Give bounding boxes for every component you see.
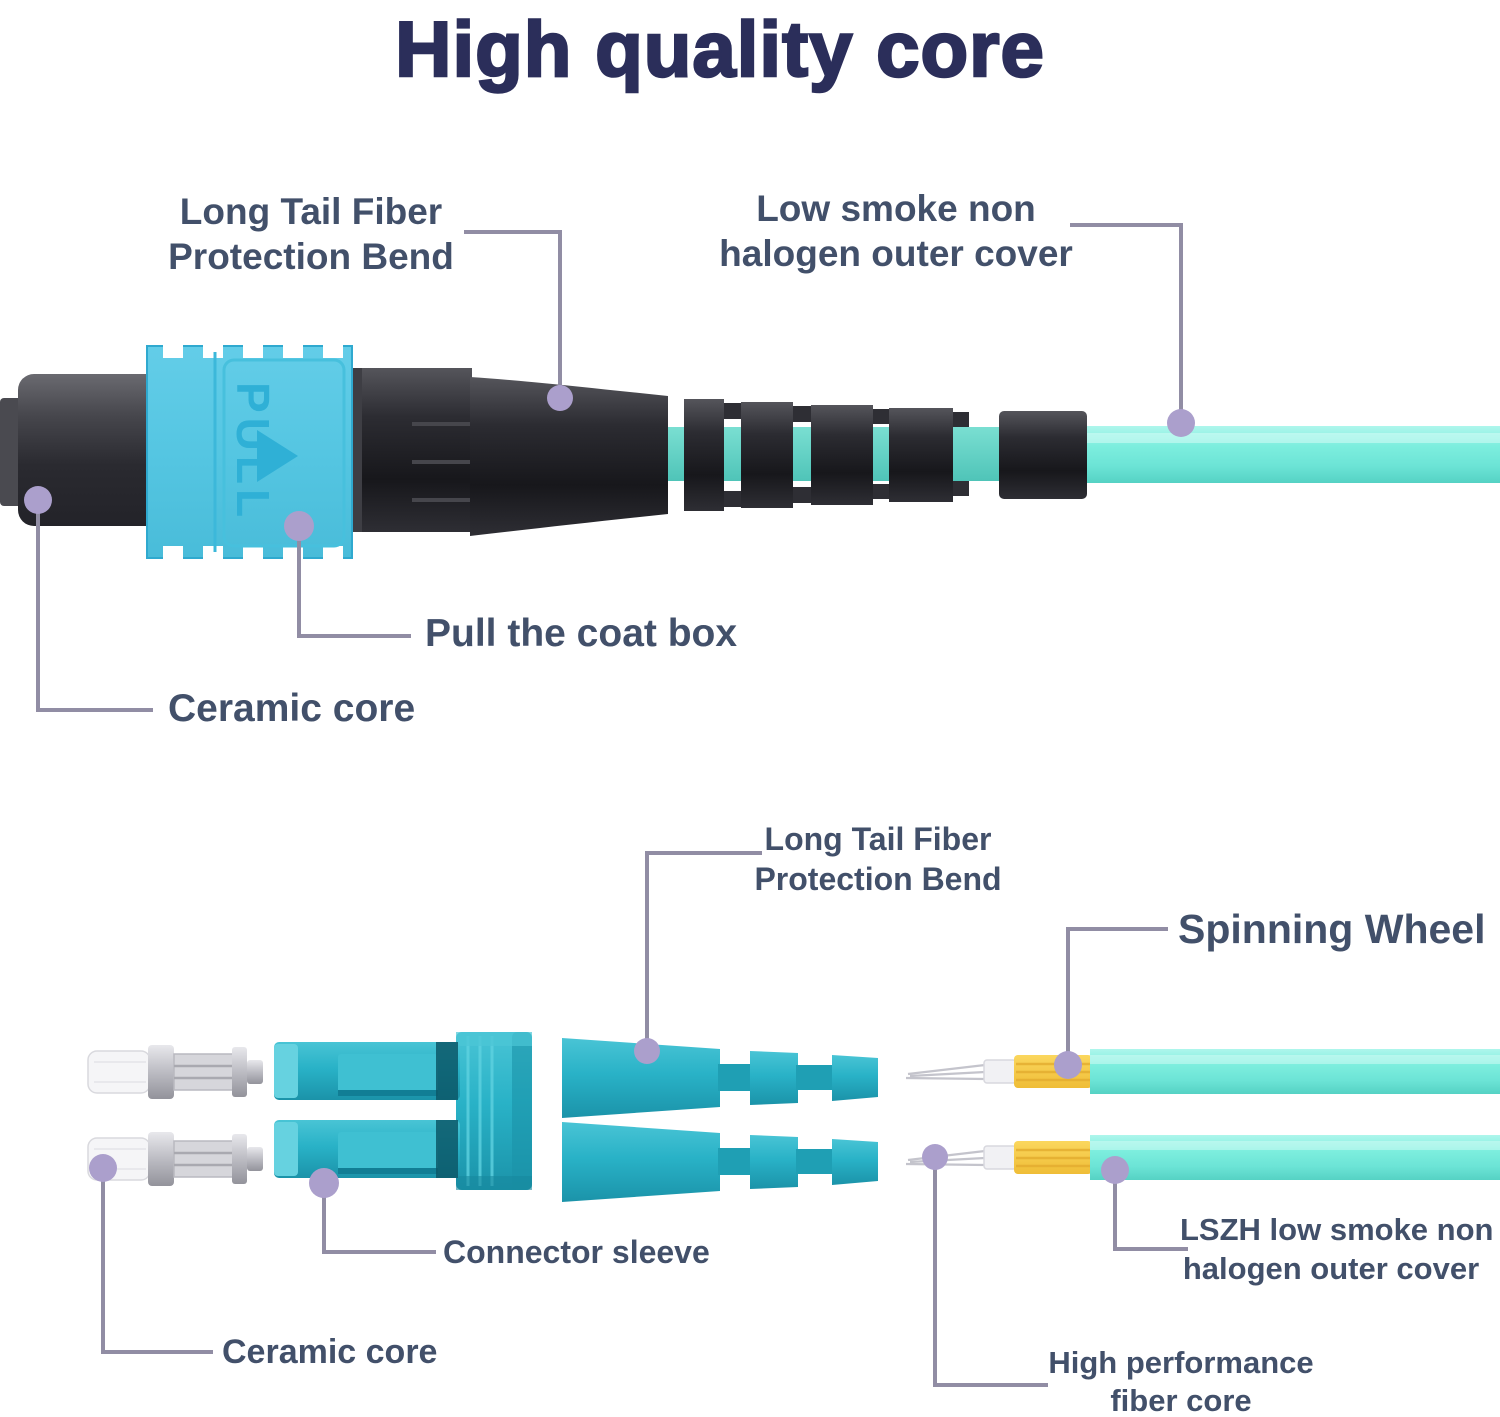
label-pull-coat-box: Pull the coat box xyxy=(425,612,738,655)
label-line: Protection Bend xyxy=(754,861,1002,897)
label-line: High performance xyxy=(1048,1345,1314,1380)
label-low-smoke: Low smoke non halogen outer cover xyxy=(680,186,1112,276)
leader-long-tail-bottom xyxy=(645,851,762,1046)
label-line: LSZH low smoke non xyxy=(1180,1212,1494,1247)
ferrule-pin xyxy=(87,1045,263,1099)
label-line: Long Tail Fiber xyxy=(764,821,992,857)
mpo-housing xyxy=(348,368,472,532)
subcable-bottom xyxy=(905,1135,1500,1180)
lc-arm-top xyxy=(274,1042,460,1100)
leader-spinning-wheel xyxy=(1066,927,1168,1060)
label-line: Protection Bend xyxy=(168,236,454,277)
leader-lszh xyxy=(1113,1172,1188,1251)
subcable-top xyxy=(905,1049,1500,1094)
label-line: fiber core xyxy=(1110,1383,1252,1417)
fiber-buffer xyxy=(983,1145,1017,1170)
sleeve-notches xyxy=(163,344,343,560)
label-line: halogen outer cover xyxy=(719,233,1073,274)
lc-connector-body xyxy=(274,1032,532,1190)
dot-spinning-wheel xyxy=(1054,1051,1082,1079)
label-ceramic-core-bottom: Ceramic core xyxy=(222,1333,438,1371)
top-leader-lines xyxy=(36,223,1183,712)
dot-pull-coat-box xyxy=(284,511,314,541)
top-leader-dots xyxy=(24,385,1195,541)
leader-ceramic-core-top xyxy=(36,500,153,712)
label-connector-sleeve: Connector sleeve xyxy=(443,1234,710,1270)
pull-sleeve: PULL xyxy=(146,344,353,560)
leader-long-tail-top xyxy=(464,230,562,394)
label-line: halogen outer cover xyxy=(1182,1251,1480,1286)
label-long-tail-bottom: Long Tail Fiber Protection Bend xyxy=(727,819,1029,899)
dot-long-tail-bottom xyxy=(634,1038,660,1064)
leader-high-performance xyxy=(933,1159,1048,1387)
dot-ceramic-core-top xyxy=(24,486,52,514)
dot-ceramic-core-bottom xyxy=(89,1154,117,1182)
leader-ceramic-core-bottom xyxy=(101,1170,213,1354)
label-lszh: LSZH low smoke non halogen outer cover xyxy=(1180,1210,1494,1288)
bottom-leader-lines xyxy=(101,851,1188,1387)
fiber-subcables xyxy=(905,1049,1500,1180)
ceramic-ferrule-pins xyxy=(87,1045,263,1186)
fiber-buffer xyxy=(983,1059,1017,1084)
strain-relief-boot xyxy=(470,377,668,536)
lc-boot-top xyxy=(562,1038,878,1118)
ferrule-pin xyxy=(87,1132,263,1186)
leader-low-smoke xyxy=(1070,223,1183,418)
bare-fiber-strands xyxy=(905,1063,986,1081)
label-spinning-wheel: Spinning Wheel xyxy=(1178,906,1486,952)
leader-connector-sleeve xyxy=(322,1186,436,1254)
label-ceramic-core-top: Ceramic core xyxy=(168,687,416,730)
lc-arm-bottom xyxy=(274,1120,460,1178)
boot-segments xyxy=(684,399,1087,511)
leader-pull-coat-box xyxy=(297,526,411,638)
label-long-tail-top: Long Tail Fiber Protection Bend xyxy=(130,189,492,279)
lc-duplex-illustration xyxy=(87,1032,1500,1202)
bottom-leader-dots xyxy=(89,1038,1129,1198)
dot-low-smoke xyxy=(1167,409,1195,437)
label-line: Low smoke non xyxy=(756,188,1036,229)
lc-boots xyxy=(562,1038,878,1202)
label-line: Long Tail Fiber xyxy=(179,191,443,232)
dot-long-tail-top xyxy=(547,385,573,411)
pull-arrow-icon xyxy=(257,430,298,482)
lc-boot-bottom xyxy=(562,1122,878,1202)
dot-high-performance xyxy=(922,1144,948,1170)
dot-connector-sleeve xyxy=(309,1168,339,1198)
dot-lszh xyxy=(1101,1156,1129,1184)
mpo-fiber-cable xyxy=(1086,426,1500,483)
label-high-performance: High performance fiber core xyxy=(1030,1344,1332,1417)
mpo-connector-illustration: PULL xyxy=(0,344,1500,560)
page-title: High quality core xyxy=(394,4,1045,95)
